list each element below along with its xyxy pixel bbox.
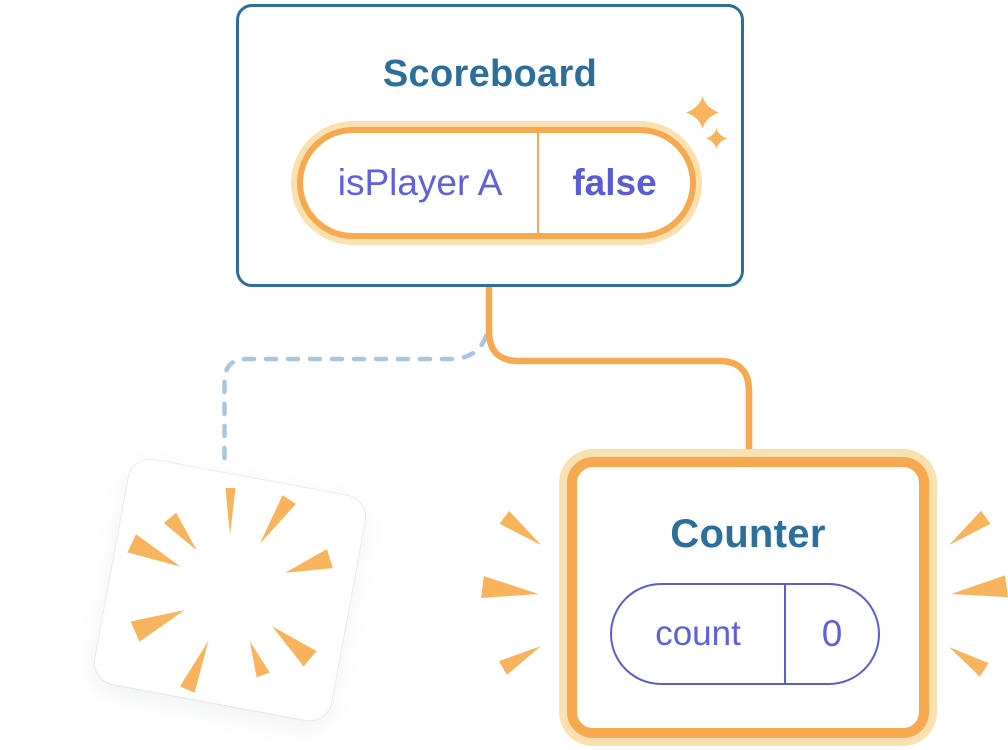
state-key: count (612, 585, 786, 683)
dashed-destroyed-connector (222, 333, 489, 464)
state-key: isPlayer A (303, 133, 539, 233)
sparkle-icon (686, 96, 727, 149)
emphasis-burst-left-icon (481, 510, 541, 675)
poof-burst-icon (127, 488, 333, 693)
state-key-label: isPlayer A (337, 162, 503, 203)
destroyed-component-card (91, 456, 369, 724)
parent-child-connector (485, 283, 753, 459)
emphasis-burst-right-icon (949, 510, 1008, 677)
counter-state-pill: count 0 (610, 583, 880, 685)
scoreboard-state-pill: isPlayer A false (297, 127, 696, 239)
scoreboard-card: Scoreboard isPlayer A false (236, 4, 744, 287)
state-value: false (539, 133, 690, 233)
state-value: 0 (786, 585, 878, 683)
state-key-label: count (655, 614, 741, 653)
scoreboard-title: Scoreboard (382, 53, 598, 95)
counter-card: Counter count 0 (567, 457, 929, 738)
state-value-label: false (572, 162, 657, 203)
state-value-label: 0 (821, 613, 843, 654)
counter-title: Counter (670, 512, 826, 556)
